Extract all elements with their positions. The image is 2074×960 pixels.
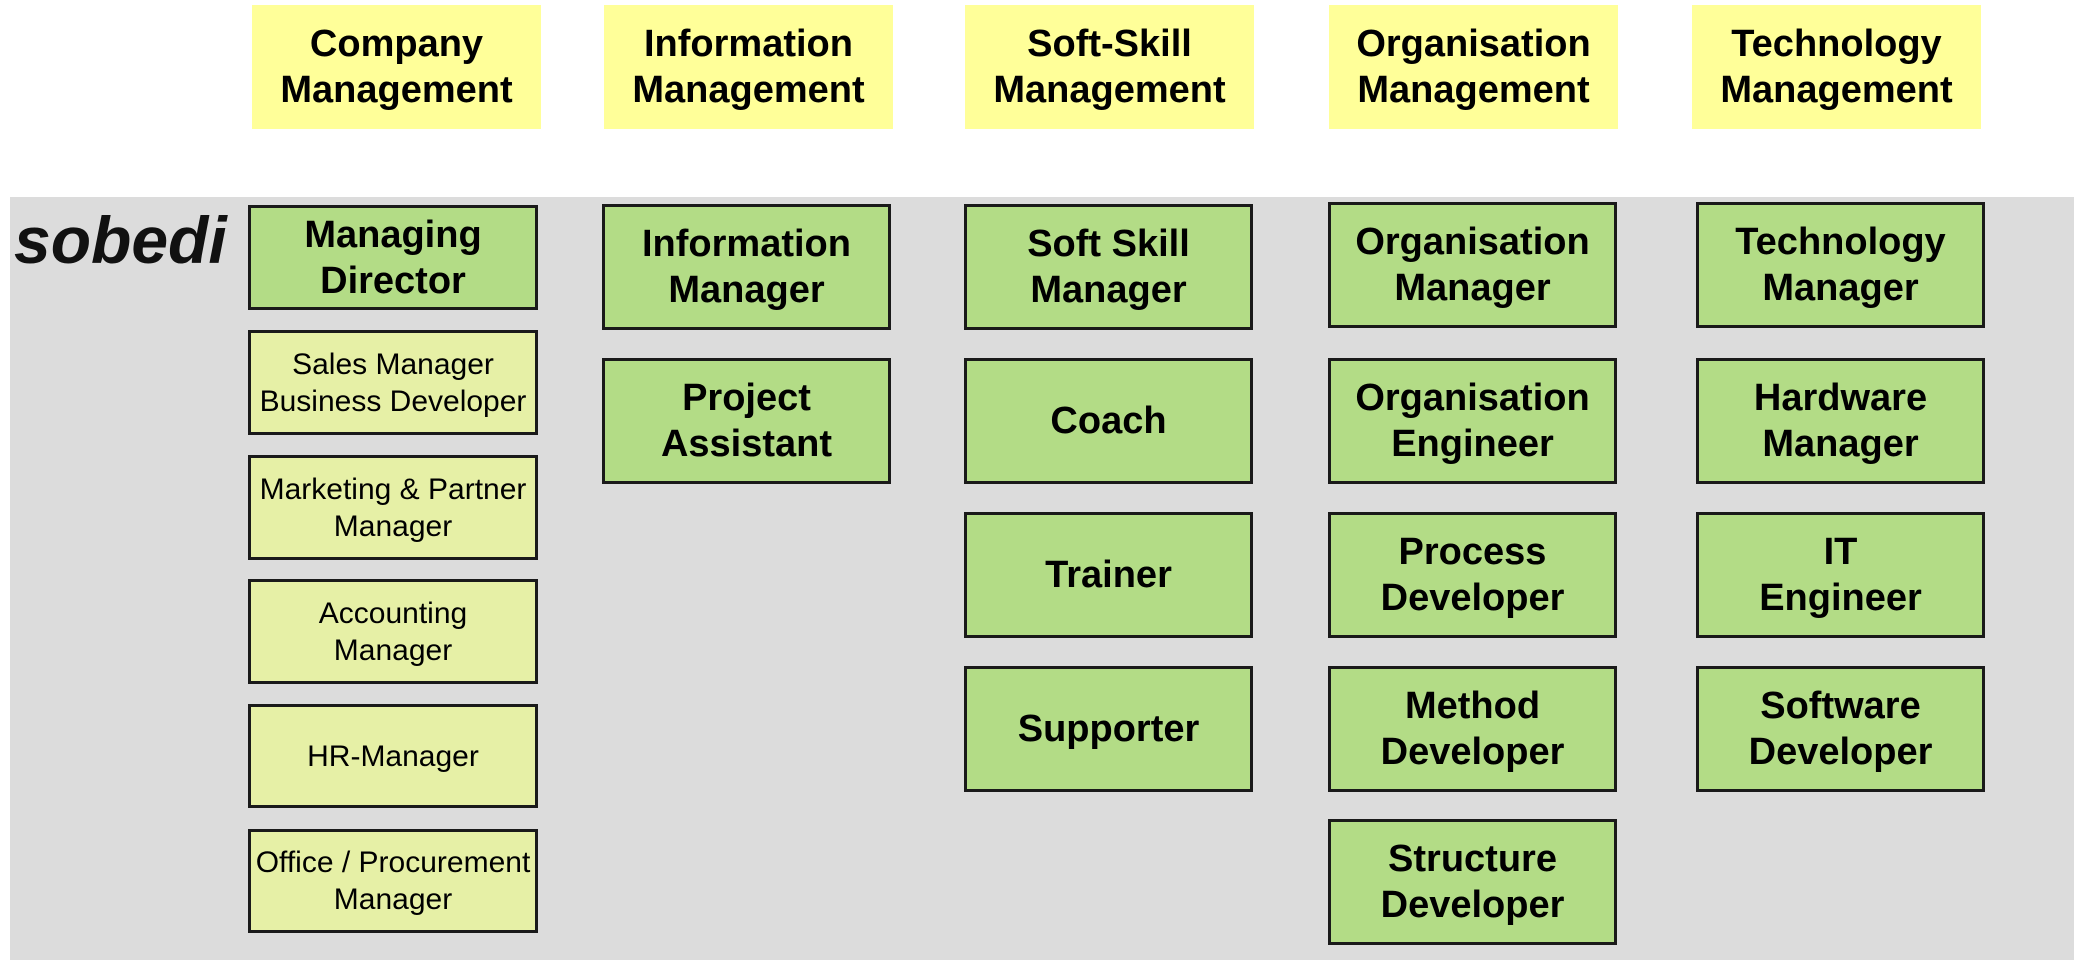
role-sales-manager: Sales Manager Business Developer: [248, 330, 538, 435]
header-technology-management: Technology Management: [1692, 5, 1981, 129]
role-hardware-manager: Hardware Manager: [1696, 358, 1985, 484]
role-structure-developer: Structure Developer: [1328, 819, 1617, 945]
role-marketing-partner-manager: Marketing & Partner Manager: [248, 455, 538, 560]
role-process-developer: Process Developer: [1328, 512, 1617, 638]
role-information-manager: Information Manager: [602, 204, 891, 330]
role-hr-manager: HR-Manager: [248, 704, 538, 808]
role-office-procurement-manager: Office / Procurement Manager: [248, 829, 538, 933]
role-method-developer: Method Developer: [1328, 666, 1617, 792]
role-accounting-manager: Accounting Manager: [248, 579, 538, 684]
role-soft-skill-manager: Soft Skill Manager: [964, 204, 1253, 330]
role-supporter: Supporter: [964, 666, 1253, 792]
role-trainer: Trainer: [964, 512, 1253, 638]
role-organisation-engineer: Organisation Engineer: [1328, 358, 1617, 484]
header-organisation-management: Organisation Management: [1329, 5, 1618, 129]
header-company-management: Company Management: [252, 5, 541, 129]
role-coach: Coach: [964, 358, 1253, 484]
header-information-management: Information Management: [604, 5, 893, 129]
role-managing-director: Managing Director: [248, 205, 538, 310]
role-organisation-manager: Organisation Manager: [1328, 202, 1617, 328]
role-it-engineer: IT Engineer: [1696, 512, 1985, 638]
role-project-assistant: Project Assistant: [602, 358, 891, 484]
role-software-developer: Software Developer: [1696, 666, 1985, 792]
brand-logo: sobedi: [14, 203, 227, 277]
role-technology-manager: Technology Manager: [1696, 202, 1985, 328]
header-soft-skill-management: Soft-Skill Management: [965, 5, 1254, 129]
